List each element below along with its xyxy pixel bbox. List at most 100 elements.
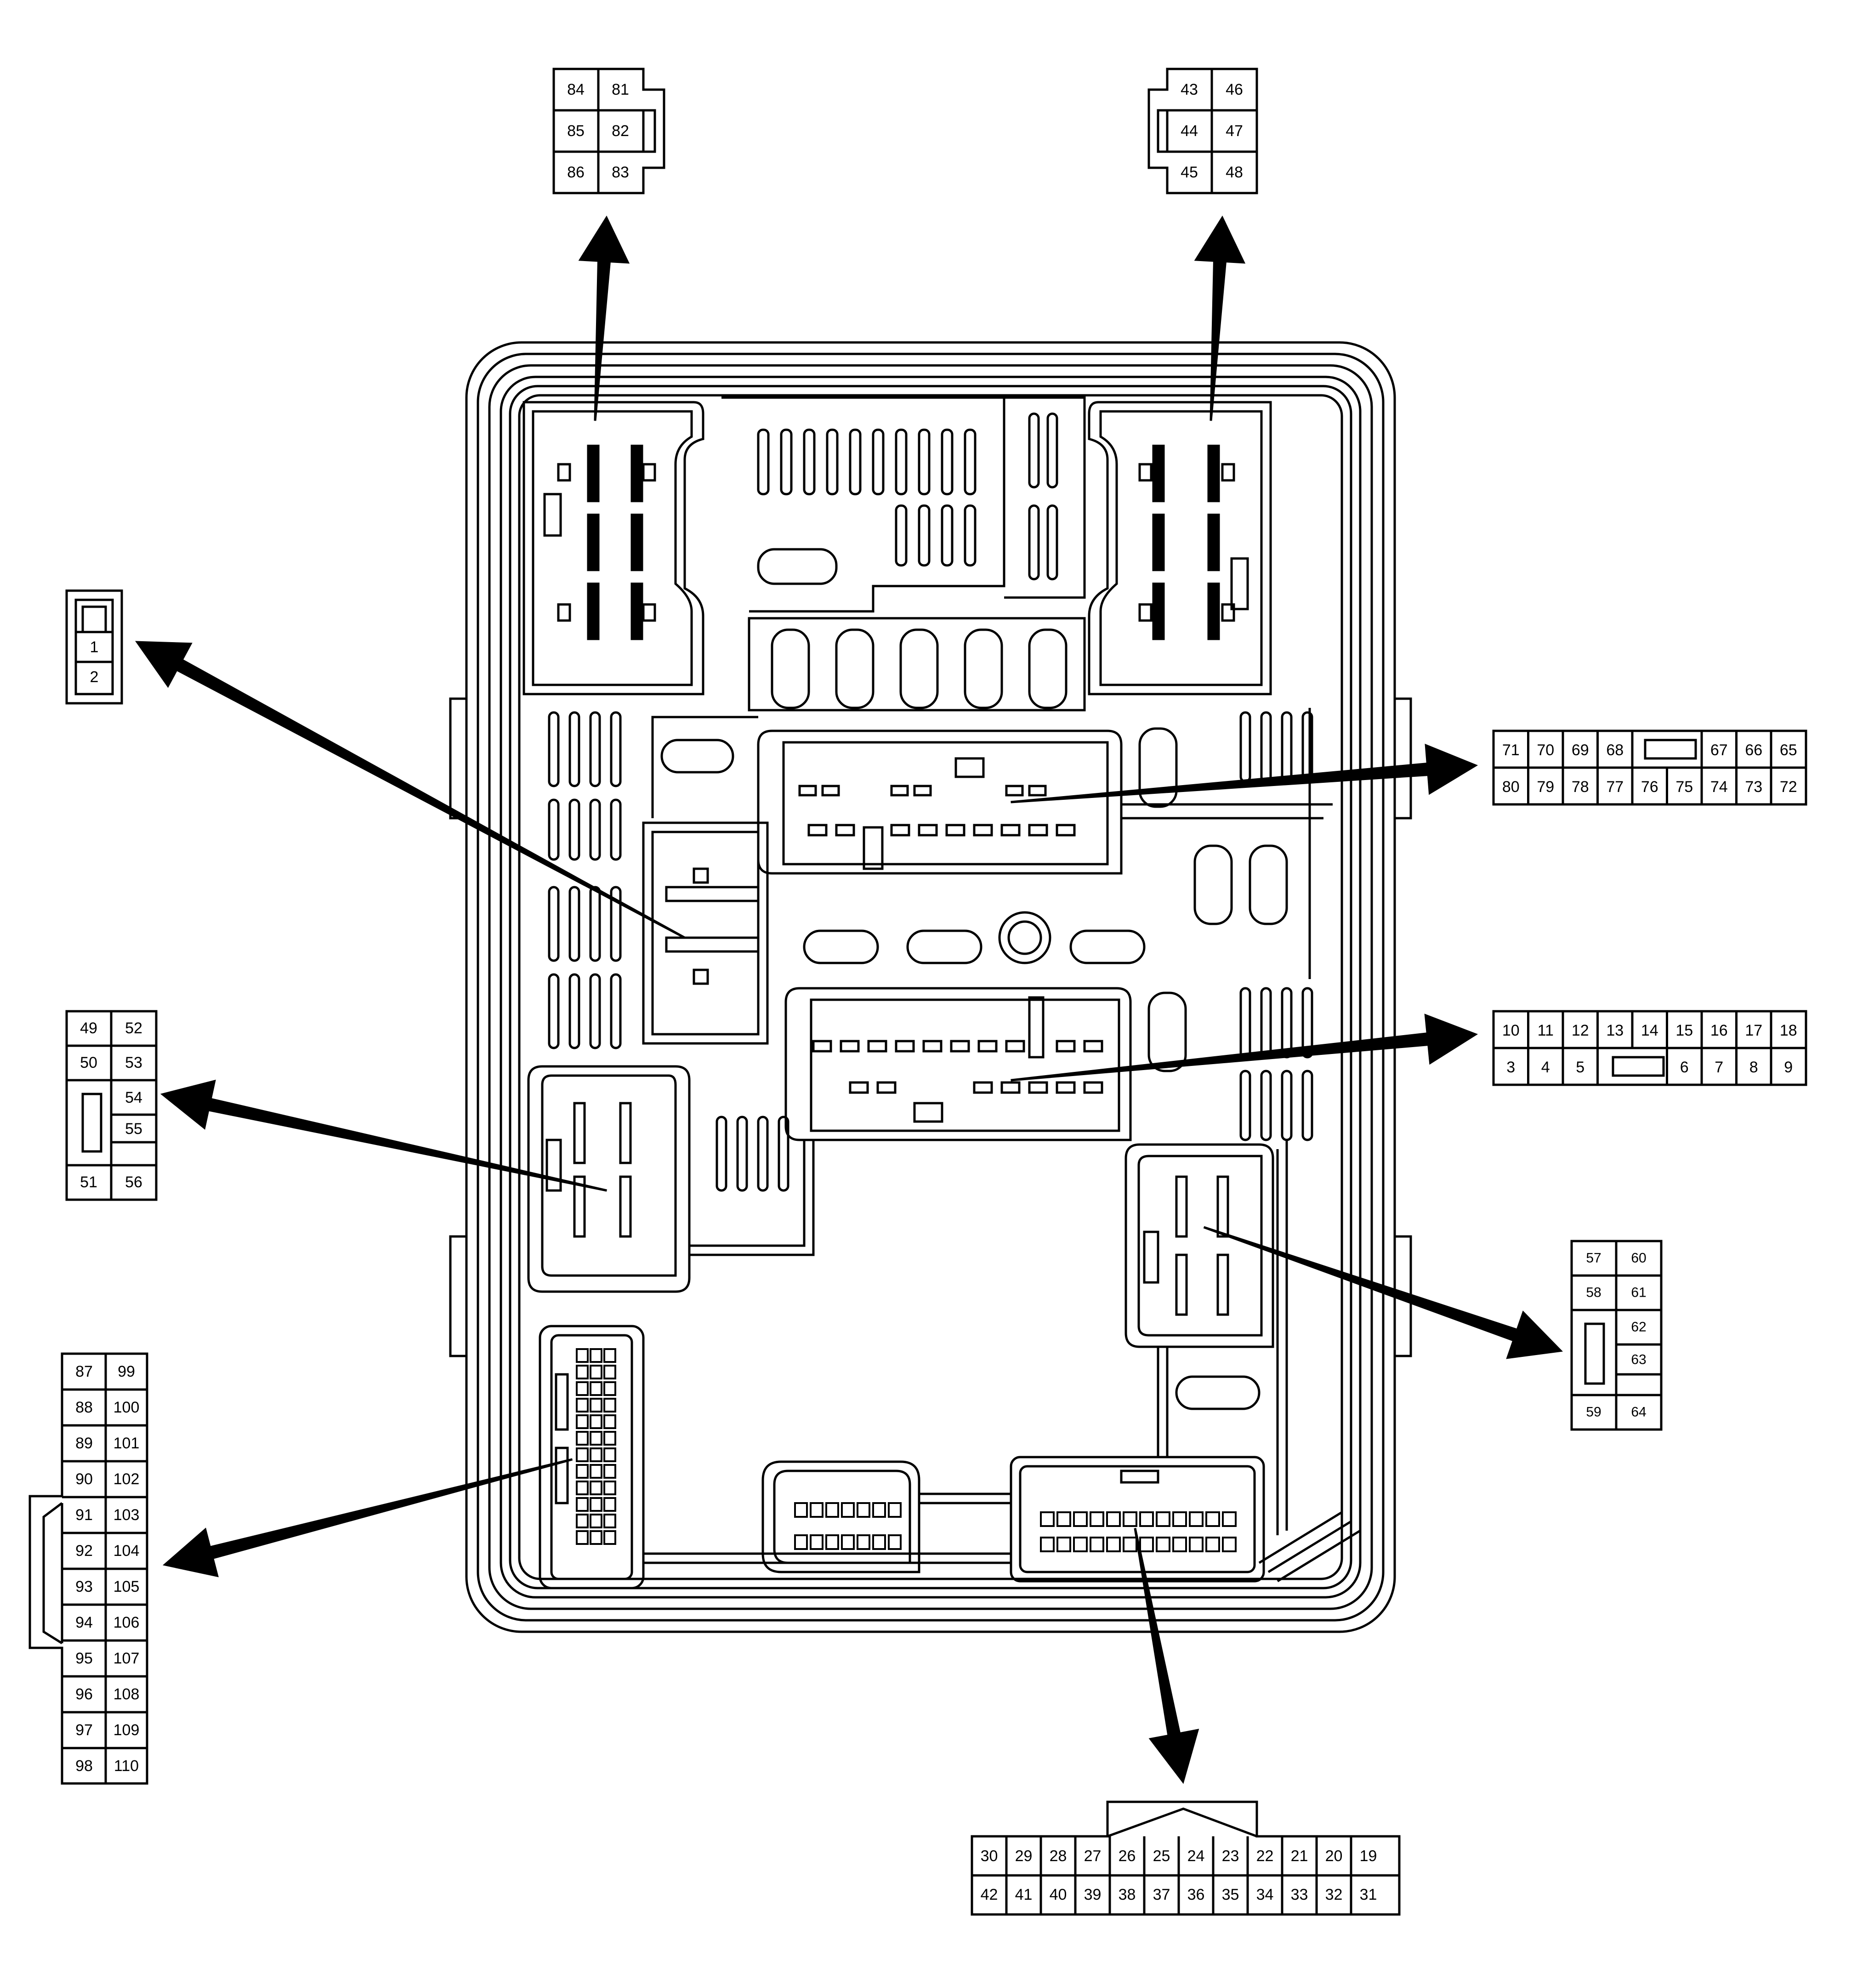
pin-label: 106 (114, 1614, 140, 1631)
pin-label: 7 (1715, 1059, 1723, 1076)
connector-right-bottom (1570, 1240, 1663, 1431)
pin-label: 59 (1586, 1405, 1601, 1420)
cavity (1189, 1537, 1204, 1552)
pin-label: 13 (1606, 1022, 1624, 1039)
relay-housing-left (522, 401, 704, 695)
cavity (872, 1534, 886, 1550)
cavity (590, 1348, 602, 1363)
connector-right-top (1492, 729, 1807, 806)
pin-label: 45 (1181, 164, 1198, 181)
cavity (888, 1502, 902, 1518)
cavity (1139, 1537, 1154, 1552)
arrow-head (135, 641, 193, 688)
cavity (1205, 1537, 1220, 1552)
cavity (1189, 1511, 1204, 1527)
housing-small-bottom-connector (761, 1460, 920, 1573)
pin-label: 71 (1502, 741, 1520, 759)
connector-right-top-grid (1527, 731, 1772, 804)
cavity (603, 1530, 616, 1545)
cavity (857, 1534, 870, 1550)
pin-label: 85 (567, 122, 585, 140)
cavity (1040, 1537, 1055, 1552)
pin-label: 47 (1226, 122, 1243, 140)
bottom-connector-cavities (1040, 1511, 1237, 1552)
pin-label: 105 (114, 1578, 140, 1595)
pin-label: 5 (1576, 1059, 1584, 1076)
pin-label: 96 (75, 1686, 93, 1703)
cavity (1106, 1537, 1121, 1552)
pin-label: 14 (1641, 1022, 1658, 1039)
cavity (1222, 1537, 1237, 1552)
pin-label: 3 (1506, 1059, 1515, 1076)
cavity (603, 1398, 616, 1413)
housing-connector-87-110-cavities (576, 1348, 616, 1545)
pin-label: 22 (1256, 1847, 1274, 1865)
pin-label: 81 (612, 81, 629, 98)
cavity (825, 1534, 839, 1550)
pin-label: 23 (1222, 1847, 1239, 1865)
cavity (590, 1497, 602, 1512)
cavity (872, 1502, 886, 1518)
pin-label: 108 (114, 1686, 140, 1703)
pin-label: 109 (114, 1721, 140, 1739)
cavity (603, 1431, 616, 1446)
pin-label: 69 (1572, 741, 1589, 759)
pin-label: 90 (75, 1470, 93, 1488)
pin-label: 18 (1780, 1022, 1797, 1039)
cavity (1090, 1511, 1104, 1527)
cavity (1073, 1511, 1088, 1527)
pin-label: 77 (1606, 778, 1624, 796)
cavity (1056, 1511, 1071, 1527)
connector-top-right-pins: 43 46 44 47 45 48 (1181, 81, 1243, 181)
pin-label: 46 (1226, 81, 1243, 98)
connector-left-mid (65, 1010, 158, 1201)
cavity (841, 1534, 855, 1550)
arrow-head (162, 1527, 219, 1578)
pin-label: 87 (75, 1363, 93, 1380)
pin-label: 82 (612, 122, 629, 140)
pin-label: 32 (1325, 1886, 1343, 1903)
cavity (1139, 1511, 1154, 1527)
pin-label: 44 (1181, 122, 1198, 140)
cavity (603, 1497, 616, 1512)
cavity (888, 1534, 902, 1550)
housing-connector-57-64 (1124, 1143, 1274, 1348)
cavity (576, 1365, 589, 1379)
cavity (1205, 1511, 1220, 1527)
fuse-row-top (660, 548, 1178, 808)
pin-label: 17 (1745, 1022, 1762, 1039)
cavity (576, 1481, 589, 1495)
arrow-head (1424, 1014, 1478, 1065)
cavity (576, 1414, 589, 1429)
arrow-head (1148, 1729, 1199, 1784)
connector-top-left (552, 68, 665, 194)
pin-label: 94 (75, 1614, 93, 1631)
pin-label: 75 (1675, 778, 1693, 796)
cavity (1073, 1537, 1088, 1552)
connector-left-small-pins: 1 2 (90, 638, 99, 686)
cavity (603, 1514, 616, 1528)
cavity (590, 1431, 602, 1446)
cavity (1056, 1537, 1071, 1552)
pin-label: 38 (1119, 1886, 1136, 1903)
pin-label: 56 (125, 1173, 142, 1191)
pin-label: 89 (75, 1435, 93, 1452)
cavity (603, 1414, 616, 1429)
cavity (576, 1514, 589, 1528)
pin-label: 40 (1050, 1886, 1067, 1903)
pin-label: 97 (75, 1721, 93, 1739)
connector-bottom (971, 1800, 1401, 1916)
arrow-head (1506, 1310, 1563, 1359)
pin-label: 72 (1780, 778, 1797, 796)
pin-label: 68 (1606, 741, 1624, 759)
pin-label: 103 (114, 1506, 140, 1524)
pin-label: 88 (75, 1399, 93, 1416)
pin-label: 92 (75, 1542, 93, 1560)
pin-label: 35 (1222, 1886, 1239, 1903)
cavity (1172, 1511, 1187, 1527)
cavity (841, 1502, 855, 1518)
housing-connector-3-18 (784, 987, 1132, 1141)
pin-label: 43 (1181, 81, 1198, 98)
pin-label: 37 (1153, 1886, 1170, 1903)
